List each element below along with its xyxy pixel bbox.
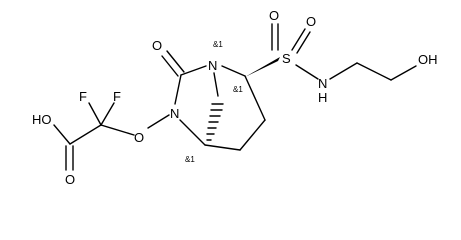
bond-ch2-oh <box>390 65 417 81</box>
bond-cf2-f2 <box>100 102 115 126</box>
bond-cf2-f1 <box>88 102 102 126</box>
atom-o-carbonyl-acid: O <box>65 172 75 187</box>
atom-ho-acid: HO <box>32 112 52 127</box>
bond-o-n <box>147 114 170 129</box>
bond-n-bridge-c2 <box>221 65 246 77</box>
atom-o-sulfonyl-1: O <box>269 8 279 23</box>
bond-urea-o-double-a <box>161 55 179 77</box>
bond-urea-o-double-b <box>166 50 185 73</box>
bond-n-c-urea <box>174 74 182 105</box>
bond-c2-c3 <box>244 75 266 121</box>
bond-s-o2-a <box>291 28 306 51</box>
atom-labels: F F HO O O N N O S O O N H OH <box>32 8 438 187</box>
bond-ch2-ch2 <box>356 62 392 81</box>
stereo-labels: &1 &1 &1 <box>185 40 243 164</box>
stereo-label-c-sulfonyl: &1 <box>233 85 243 94</box>
stereo-label-c-bridgehead: &1 <box>185 155 195 164</box>
bond-cooh-oh <box>53 124 71 145</box>
atom-o-sulfonyl-2: O <box>306 14 316 29</box>
bond-n-bridge-up <box>213 72 219 97</box>
hash-wedge-bridge <box>206 103 224 141</box>
atom-n-hydroxamate: N <box>170 106 179 121</box>
bond-c3-c4 <box>239 119 266 151</box>
atom-o-ether: O <box>134 130 144 145</box>
bonds <box>53 23 417 171</box>
stereo-label-n-bridgehead: &1 <box>213 40 223 49</box>
bond-cf2-o <box>100 124 135 136</box>
bond-c-urea-n-bridge <box>180 65 207 76</box>
atom-n-bridgehead: N <box>208 58 217 73</box>
atom-oh-terminal: OH <box>418 52 438 67</box>
atom-h-sulfonamide: H <box>318 90 327 105</box>
bond-cf2-cooh <box>69 124 102 145</box>
atom-f2: F <box>113 89 121 104</box>
bond-s-nh <box>295 64 319 80</box>
atom-s: S <box>282 51 291 66</box>
wedge-c2-s <box>245 57 280 77</box>
atom-o-urea: O <box>152 38 162 53</box>
atom-f1: F <box>79 89 87 104</box>
atom-nh-sulfonamide: N <box>318 76 327 91</box>
bond-s-o2-b <box>296 31 311 54</box>
chemical-structure: F F HO O O N N O S O O N H OH &1 &1 &1 <box>32 8 438 187</box>
bond-n-c-bridge <box>179 119 206 146</box>
bond-c4-c5 <box>204 144 241 151</box>
bond-nh-ch2 <box>329 62 358 80</box>
